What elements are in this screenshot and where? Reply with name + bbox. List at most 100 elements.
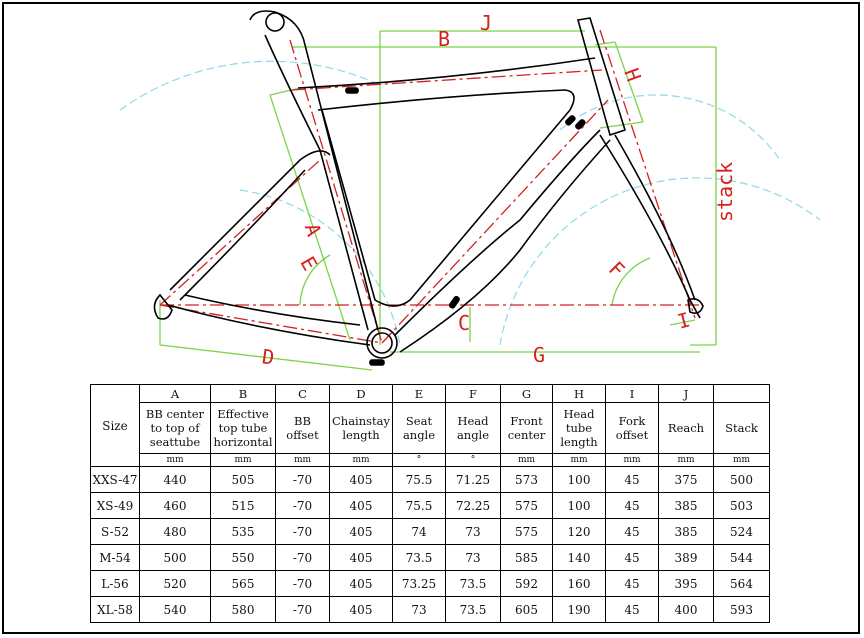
value-cell: -70 (275, 466, 330, 493)
column-name-line: length (560, 435, 598, 449)
label-d: D (261, 344, 276, 369)
size-cell: L-56 (90, 570, 140, 597)
down-tube-lower (399, 139, 611, 353)
label-c: C (458, 311, 470, 335)
value-cell: 503 (713, 492, 770, 519)
value-cell: 405 (329, 570, 393, 597)
value-cell: 45 (605, 570, 659, 597)
column-unit: mm (210, 453, 276, 467)
value-cell: 575 (500, 492, 553, 519)
label-i: I (675, 307, 693, 333)
value-cell: 565 (210, 570, 276, 597)
arc-front-wheel-2 (559, 94, 781, 161)
column-name-line: offset (286, 428, 319, 442)
column-letter: C (275, 384, 330, 403)
value-cell: 405 (329, 492, 393, 519)
centerline-chainstay (159, 304, 383, 344)
value-cell: 540 (139, 596, 211, 623)
value-cell: 74 (392, 518, 446, 545)
value-cell: 45 (605, 466, 659, 493)
value-cell: 405 (329, 596, 393, 623)
centerline-fork (599, 29, 696, 319)
column-name-line: length (342, 428, 380, 442)
value-cell: 73.5 (445, 596, 501, 623)
column-name-line: seattube (149, 435, 201, 449)
size-cell: XL-58 (90, 596, 140, 623)
column-unit: mm (139, 453, 211, 467)
column-name-line: to top of (150, 421, 200, 435)
cable-port-3 (575, 119, 586, 130)
value-cell: 73.5 (445, 570, 501, 597)
value-cell: 160 (552, 570, 606, 597)
column-unit: mm (713, 453, 770, 467)
column-name-line: Head (457, 414, 489, 428)
value-cell: 73 (445, 544, 501, 571)
value-cell: 460 (139, 492, 211, 519)
value-cell: 395 (658, 570, 714, 597)
column-letter: G (500, 384, 553, 403)
column-unit: mm (329, 453, 393, 467)
column-unit: mm (658, 453, 714, 467)
dimension-labels: J B H stack A E F C D G I (261, 11, 737, 370)
column-name-line: BB center (145, 407, 205, 421)
value-cell: 100 (552, 492, 606, 519)
column-letter: H (552, 384, 606, 403)
size-cell: M-54 (90, 544, 140, 571)
column-letter: B (210, 384, 276, 403)
value-cell: 400 (658, 596, 714, 623)
size-cell: XS-49 (90, 492, 140, 519)
value-cell: 520 (139, 570, 211, 597)
label-stack: stack (713, 162, 737, 222)
value-cell: 389 (658, 544, 714, 571)
cable-port-1 (345, 87, 359, 94)
fork-blade-inner (614, 134, 696, 301)
column-letter: D (329, 384, 393, 403)
value-cell: 75.5 (392, 466, 446, 493)
cable-port-4 (448, 295, 460, 309)
seatpost-clamp (265, 12, 285, 32)
value-cell: 45 (605, 492, 659, 519)
construction-arcs (119, 60, 821, 346)
dim-h-b (614, 41, 644, 123)
value-cell: 505 (210, 466, 276, 493)
arc-seat-angle (119, 60, 381, 111)
column-name-line: Fork (618, 414, 646, 428)
column-name-line: Reach (667, 421, 705, 435)
column-name-line: angle (402, 428, 436, 442)
label-j: J (480, 11, 492, 35)
value-cell: 100 (552, 466, 606, 493)
value-cell: 73 (392, 596, 446, 623)
column-name: Reach (658, 402, 714, 454)
column-name-line: center (507, 428, 546, 442)
chain-stay-inner (184, 294, 361, 326)
value-cell: 573 (500, 466, 553, 493)
value-cell: 75.5 (392, 492, 446, 519)
value-cell: 385 (658, 492, 714, 519)
value-cell: 580 (210, 596, 276, 623)
dimension-lines (159, 30, 717, 371)
value-cell: 564 (713, 570, 770, 597)
value-cell: 605 (500, 596, 553, 623)
main-triangle-inner (321, 109, 571, 307)
column-unit: mm (605, 453, 659, 467)
dim-a-line (269, 94, 351, 341)
dim-a-top (269, 87, 301, 96)
value-cell: 72.25 (445, 492, 501, 519)
value-cell: 45 (605, 544, 659, 571)
arc-front-wheel (499, 177, 821, 346)
column-unit: ° (392, 453, 446, 467)
value-cell: 593 (713, 596, 770, 623)
column-letter: A (139, 384, 211, 403)
column-letter: J (658, 384, 714, 403)
